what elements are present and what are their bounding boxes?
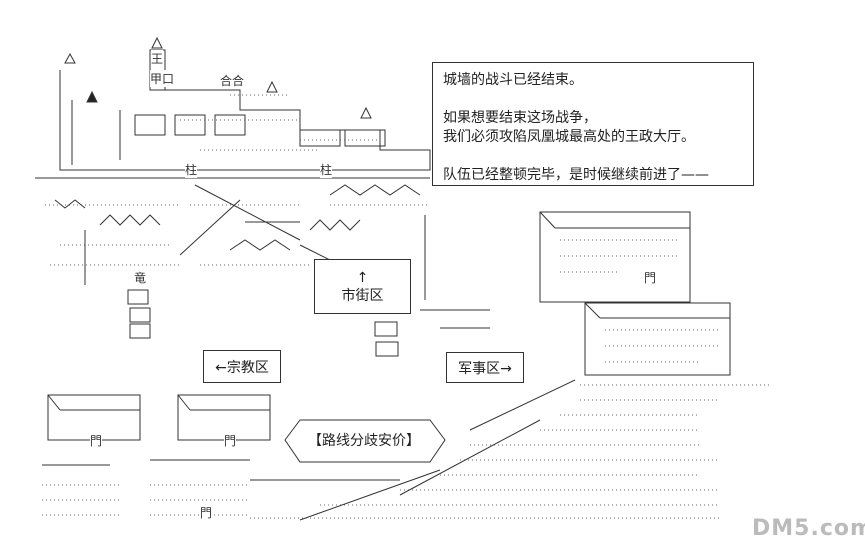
castle-window-5 — [344, 129, 386, 147]
spire-right — [266, 80, 278, 93]
narration-line-1: 城墙的战斗已经结束。 — [443, 72, 583, 88]
spire-left — [64, 52, 76, 64]
church-2-roof — [177, 394, 191, 411]
junction-frame — [284, 419, 446, 463]
castle-window-4 — [299, 129, 341, 147]
religion-district-label: ←宗教区 — [215, 359, 269, 376]
tower-block-2 — [584, 302, 731, 376]
city-district-sign[interactable]: ↑ 市街区 — [314, 259, 411, 314]
ground-slope-1 — [469, 379, 576, 431]
pillar-right-label: 柱 — [320, 161, 333, 178]
spire-top — [151, 36, 163, 49]
narration-line-2: 如果想要结束这场战争， — [443, 110, 597, 126]
site-watermark: DM5.com — [752, 516, 865, 541]
roof-zigzag-1 — [54, 199, 86, 209]
church-roof — [47, 394, 61, 411]
route-choice-label: 【路线分歧安价】 — [308, 433, 420, 449]
narration-box: 城墙的战斗已经结束。 如果想要结束这场战争， 我们必须攻陷凤凰城最高处的王政大厅… — [432, 62, 754, 186]
dragon-label: 竜 — [134, 269, 147, 286]
church-building-2 — [177, 394, 271, 441]
military-district-label: 军事区→ — [458, 360, 512, 377]
pillar-left-label: 柱 — [185, 161, 198, 178]
castle-outline — [59, 49, 431, 171]
castle-window-2 — [174, 114, 206, 136]
ground-dots-right — [250, 384, 770, 519]
gate-right-label: 門 — [644, 269, 657, 286]
spire-black — [86, 90, 98, 103]
church-building — [47, 394, 141, 441]
roof-zigzag-4 — [309, 219, 361, 231]
lower-buildings — [42, 484, 250, 516]
palace-label: 甲口 — [150, 70, 175, 87]
tower-block-1 — [539, 211, 691, 303]
castle-window-1 — [134, 114, 166, 136]
gate-left-label: 門 — [90, 432, 103, 449]
stall-2 — [129, 307, 151, 323]
religion-district-sign[interactable]: ←宗教区 — [203, 350, 281, 383]
tower-block-1-roof — [539, 211, 556, 229]
street-dashes-1 — [42, 293, 300, 328]
roof-zigzag-3 — [99, 214, 161, 226]
king-label: 王 — [151, 50, 164, 67]
gate-bottom-label: 門 — [200, 504, 213, 521]
ground-slope-2 — [399, 419, 541, 496]
gate-church-label: 門 — [224, 432, 237, 449]
spire-small — [360, 106, 372, 119]
road-diagonal-1 — [194, 184, 301, 241]
hall-label: 合合 — [220, 72, 245, 89]
castle-window-3 — [214, 114, 246, 136]
military-district-sign[interactable]: 军事区→ — [446, 352, 524, 383]
stall-4 — [374, 321, 398, 337]
rooftops-1 — [45, 204, 430, 266]
road-diagonal-2 — [179, 199, 241, 256]
up-arrow-icon: ↑ — [356, 269, 369, 286]
stall-1 — [127, 289, 149, 305]
stall-3 — [129, 323, 151, 339]
roof-zigzag-2 — [329, 184, 421, 196]
stall-5 — [375, 341, 399, 357]
tower-block-1-windows — [560, 239, 680, 273]
narration-line-4: 队伍已经整顿完毕，是时候继续前进了—— — [443, 167, 709, 183]
route-choice-sign[interactable]: 【路线分歧安价】 — [300, 427, 428, 453]
castle-dots-1 — [180, 94, 380, 151]
tower-block-2-roof — [584, 302, 601, 319]
roof-zigzag-5 — [229, 239, 291, 251]
tower-block-2-windows — [605, 329, 720, 363]
narration-line-3: 我们必须攻陷凤凰城最高处的王政大厅。 — [443, 129, 695, 145]
ground-slope-3 — [299, 469, 441, 521]
city-district-label: 市街区 — [341, 287, 384, 304]
